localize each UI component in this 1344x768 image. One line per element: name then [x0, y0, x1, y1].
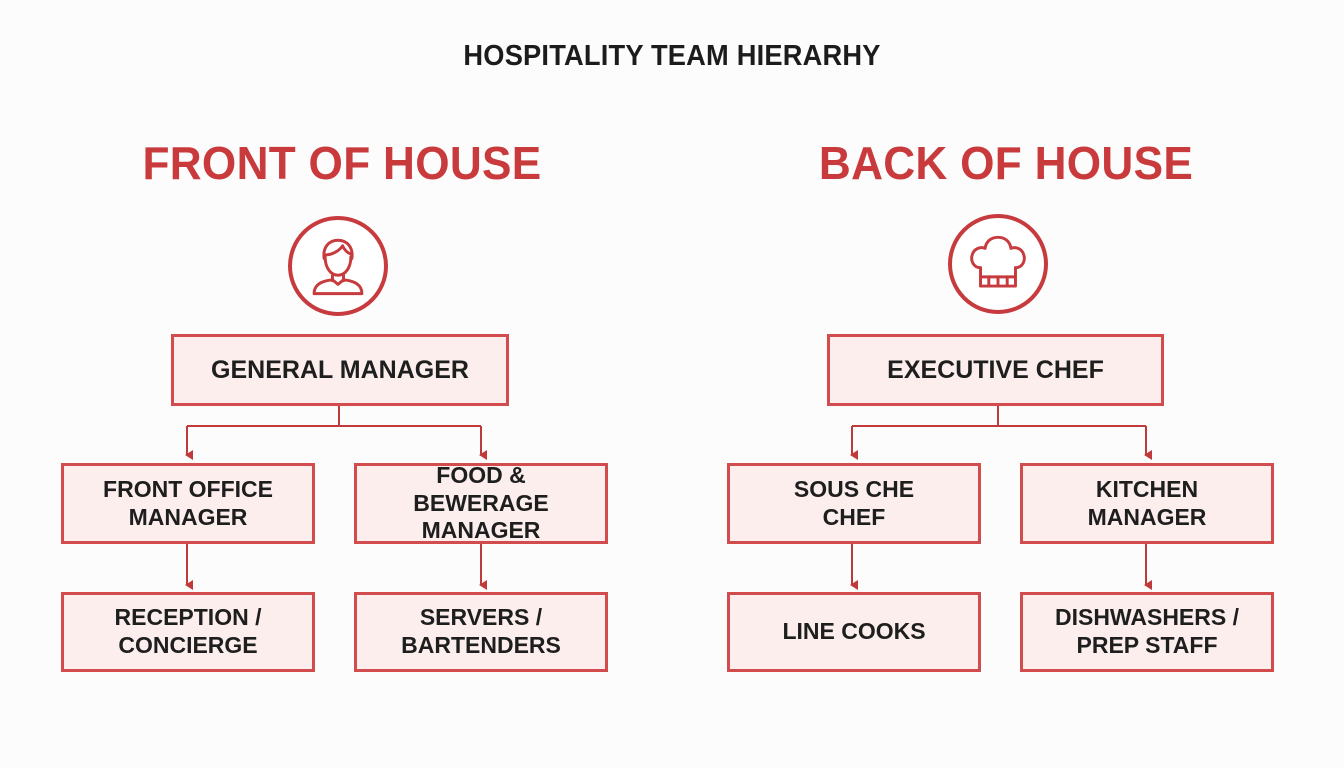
- kitchen-manager-box: KITCHEN MANAGER: [1020, 463, 1274, 544]
- person-icon: [288, 216, 388, 316]
- front-office-manager-box: FRONT OFFICE MANAGER: [61, 463, 315, 544]
- servers-bartenders-box: SERVERS / BARTENDERS: [354, 592, 608, 672]
- reception-concierge-box: RECEPTION / CONCIERGE: [61, 592, 315, 672]
- sous-chef-box: SOUS CHE CHEF: [727, 463, 981, 544]
- executive-chef-box: EXECUTIVE CHEF: [827, 334, 1164, 406]
- front-of-house-heading: FRONT OF HOUSE: [142, 137, 542, 189]
- back-of-house-heading: BACK OF HOUSE: [818, 137, 1194, 189]
- diagram-title: HOSPITALITY TEAM HIERARHY: [463, 40, 881, 72]
- general-manager-box: GENERAL MANAGER: [171, 334, 509, 406]
- dishwashers-prep-staff-box: DISHWASHERS / PREP STAFF: [1020, 592, 1274, 672]
- chef-hat-icon: [948, 214, 1048, 314]
- food-beverage-manager-box: FOOD & BEWERAGE MANAGER: [354, 462, 608, 544]
- line-cooks-box: LINE COOKS: [727, 592, 981, 672]
